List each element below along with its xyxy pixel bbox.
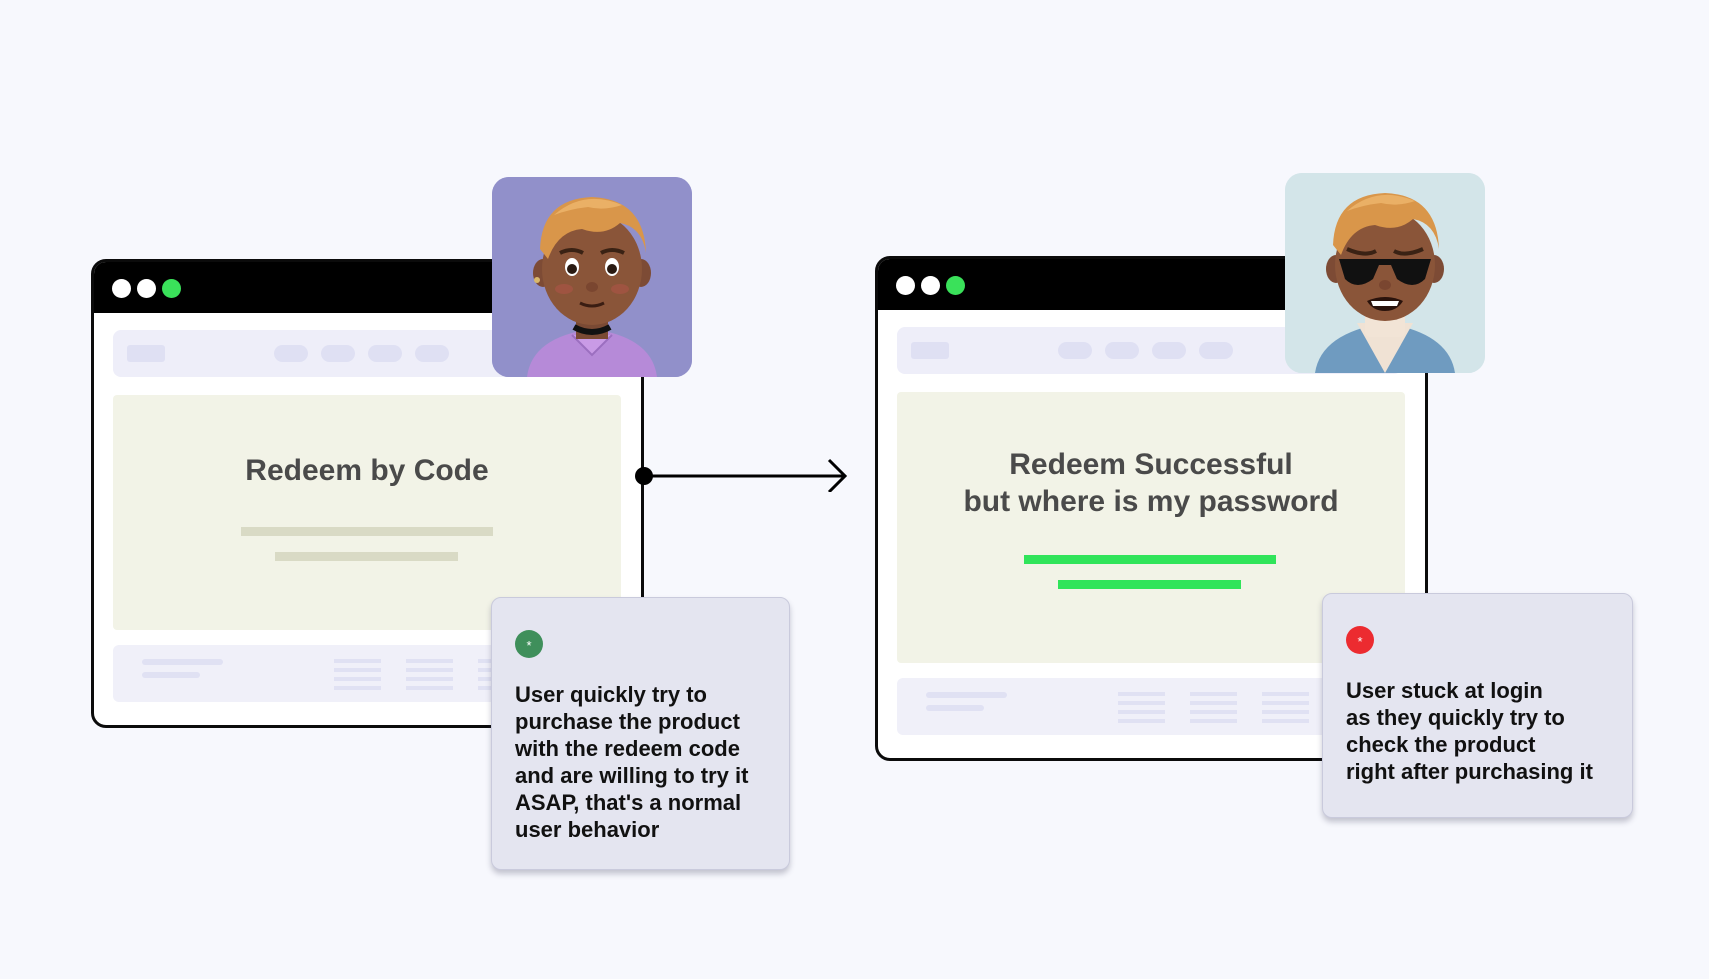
footer-column-placeholder (1118, 692, 1165, 724)
nav-item-placeholder (1105, 342, 1139, 359)
window-control-dot-green[interactable] (946, 276, 965, 295)
window-control-dot[interactable] (137, 279, 156, 298)
window-control-dot[interactable] (896, 276, 915, 295)
error-badge: * (1346, 626, 1374, 654)
nav-item-placeholder (1058, 342, 1092, 359)
note-card-step2: * User stuck at login as they quickly tr… (1322, 593, 1633, 818)
footer-column-placeholder (334, 659, 381, 691)
hero-card: Redeem Successful but where is my passwo… (897, 392, 1405, 663)
footer-line-placeholder (142, 659, 223, 665)
hero-title-line2: but where is my password (963, 485, 1339, 518)
window-control-dot[interactable] (112, 279, 131, 298)
footer-column-placeholder (1262, 692, 1309, 724)
success-placeholder-bar (1058, 580, 1241, 589)
nav-item-placeholder (415, 345, 449, 362)
nav-item-placeholder (274, 345, 308, 362)
note-text: User stuck at login as they quickly try … (1346, 678, 1593, 784)
nav-item-placeholder (1199, 342, 1233, 359)
footer-line-placeholder (926, 705, 984, 711)
nav-item-placeholder (368, 345, 402, 362)
nav-item-placeholder (321, 345, 355, 362)
browser-window-step2: Redeem Successful but where is my passwo… (875, 256, 1428, 761)
footer-placeholder (897, 678, 1405, 735)
success-placeholder-bar (1024, 555, 1276, 564)
window-control-dot-green[interactable] (162, 279, 181, 298)
success-badge: * (515, 630, 543, 658)
worried-avatar-sunglasses-icon (1285, 173, 1485, 373)
smiling-avatar-icon (492, 177, 692, 377)
hero-title: Redeem by Code (245, 454, 489, 487)
text-placeholder-bar (241, 527, 493, 536)
hero-title-line1: Redeem Successful (1009, 448, 1293, 481)
window-control-dot[interactable] (921, 276, 940, 295)
footer-line-placeholder (142, 672, 200, 678)
arrow-right-icon (635, 458, 848, 492)
logo-placeholder (127, 345, 165, 362)
note-text: User quickly try to purchase the product… (515, 682, 749, 842)
nav-item-placeholder (1152, 342, 1186, 359)
note-card-step1: * User quickly try to purchase the produ… (491, 597, 790, 870)
footer-column-placeholder (406, 659, 453, 691)
logo-placeholder (911, 342, 949, 359)
footer-line-placeholder (926, 692, 1007, 698)
text-placeholder-bar (275, 552, 458, 561)
hero-card: Redeem by Code (113, 395, 621, 630)
footer-column-placeholder (1190, 692, 1237, 724)
